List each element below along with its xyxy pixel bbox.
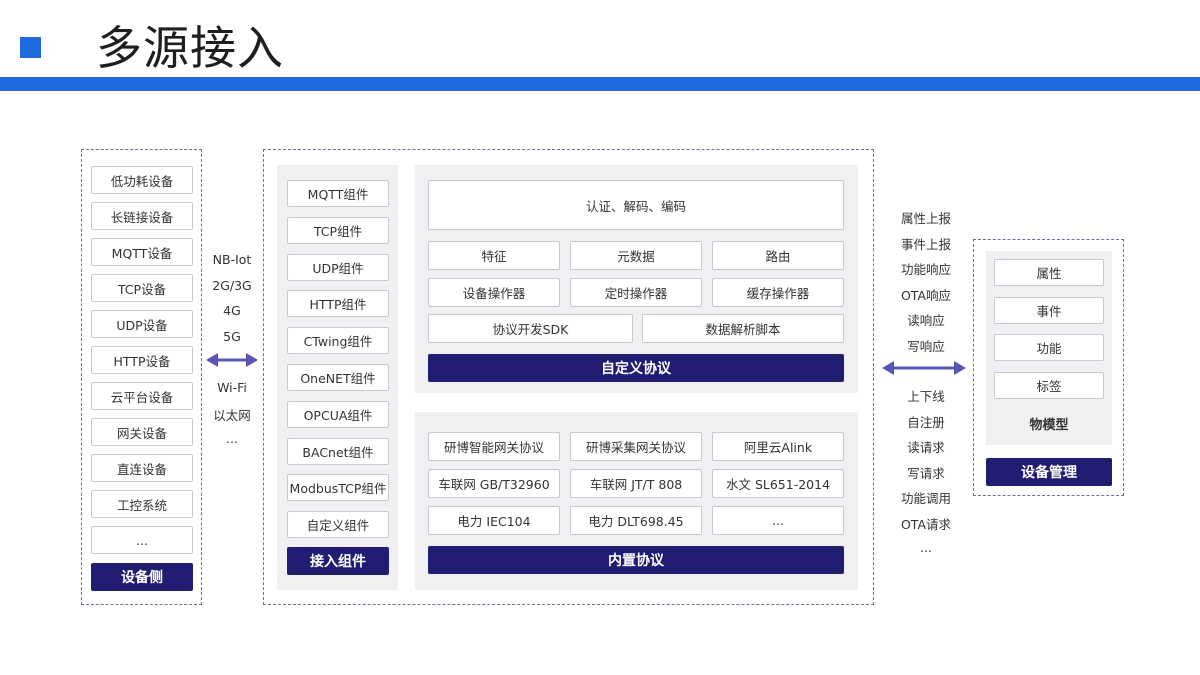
device-item: MQTT设备 [91,238,193,266]
builtin-protocol-item: 研博智能网关协议 [428,432,560,461]
device-item: 云平台设备 [91,382,193,410]
downstream-label: OTA请求 [900,517,952,532]
device-side-footer: 设备侧 [91,563,193,591]
title-square-icon [20,37,41,58]
upstream-label: 功能响应 [900,262,951,278]
builtin-protocol-item: ... [712,506,844,535]
upstream-label: OTA响应 [900,287,952,303]
network-label: Wi-Fi [217,380,247,395]
device-item: 直连设备 [91,454,193,482]
double-arrow-right-icon [882,361,966,375]
thing-model-item: 功能 [994,334,1104,361]
component-item: 自定义组件 [287,511,389,539]
component-item: MQTT组件 [287,180,389,207]
downstream-label: 读请求 [907,440,945,456]
builtin-protocol-item: 电力 IEC104 [428,506,560,535]
components-footer: 接入组件 [287,547,389,575]
device-side-panel [81,149,202,605]
component-item: OneNET组件 [287,364,389,391]
custom-protocol-item: 数据解析脚本 [642,314,844,343]
upstream-label: 写响应 [907,339,945,354]
device-item: 长链接设备 [91,202,193,230]
downstream-label: 功能调用 [900,491,951,507]
component-item: OPCUA组件 [287,400,389,428]
auth-decode-encode-box: 认证、解码、编码 [428,180,844,230]
network-label: ... [226,431,238,446]
page-title: 多源接入 [96,21,284,75]
device-item: TCP设备 [91,274,193,302]
device-item: ... [91,526,193,554]
access-layer-panel [263,149,874,605]
component-item: UDP组件 [287,253,389,281]
downstream-label: ... [920,539,932,555]
builtin-protocol-item: 车联网 JT/T 808 [570,469,702,498]
title-bar [0,77,1200,91]
custom-protocol-footer: 自定义协议 [428,354,844,382]
upstream-label: 事件上报 [900,236,951,252]
device-item: 网关设备 [91,418,193,446]
builtin-protocol-item: 阿里云Alink [712,432,844,461]
downstream-label: 写请求 [907,465,945,481]
network-label: 4G [223,303,241,318]
thing-model-item: 属性 [994,259,1104,286]
component-item: TCP组件 [287,216,389,244]
thing-model-item: 标签 [994,371,1104,399]
upstream-label: 属性上报 [900,211,951,226]
device-management-panel [973,239,1124,496]
thing-model-label: 物模型 [1029,418,1069,433]
custom-protocol-item: 路由 [712,241,844,270]
custom-protocol-item: 元数据 [570,241,702,270]
network-label: 以太网 [213,408,251,423]
thing-model-item: 事件 [994,296,1104,324]
device-item: UDP设备 [91,310,193,338]
device-item: 工控系统 [91,490,193,518]
builtin-protocol-item: 研博采集网关协议 [570,432,702,461]
upstream-label: 读响应 [907,313,945,329]
builtin-protocol-item: 水文 SL651-2014 [712,469,844,498]
device-management-footer: 设备管理 [986,458,1112,486]
network-label: 2G/3G [212,278,252,293]
double-arrow-left-icon [206,353,258,367]
custom-protocol-item: 缓存操作器 [712,278,844,307]
builtin-protocol-item: 电力 DLT698.45 [570,506,702,535]
builtin-protocol-footer: 内置协议 [428,546,844,574]
builtin-protocol-item: 车联网 GB/T32960 [428,469,560,498]
component-item: ModbusTCP组件 [287,474,389,502]
network-label: NB-Iot [212,252,252,267]
custom-protocol-item: 定时操作器 [570,278,702,307]
component-item: BACnet组件 [287,437,389,465]
custom-protocol-item: 特征 [428,241,560,270]
device-item: HTTP设备 [91,346,193,374]
network-label: 5G [223,329,241,344]
custom-protocol-item: 协议开发SDK [428,314,633,343]
downstream-label: 上下线 [907,389,945,404]
component-item: CTwing组件 [287,327,389,355]
component-item: HTTP组件 [287,290,389,318]
custom-protocol-item: 设备操作器 [428,278,560,307]
device-item: 低功耗设备 [91,166,193,194]
downstream-label: 自注册 [907,414,945,430]
